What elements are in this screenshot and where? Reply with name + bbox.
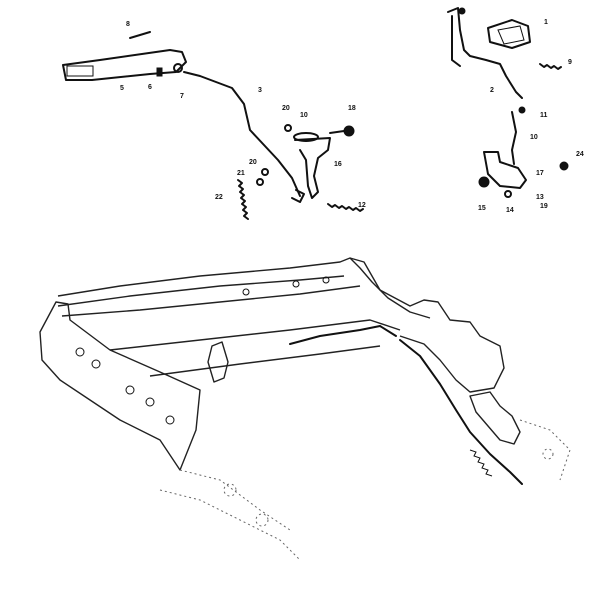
washer-part-14 <box>504 190 512 198</box>
spring-part-22 <box>237 179 249 220</box>
lever-bracket-part-2 <box>447 7 523 99</box>
switch-box-part-1 <box>487 19 531 49</box>
pin-part-8 <box>129 31 151 39</box>
frame-right-rod-spring <box>469 449 493 477</box>
callout-1: 1 <box>544 19 548 26</box>
nut-part-24 <box>559 161 569 171</box>
nut-part-11 <box>518 106 526 114</box>
frame-hole <box>242 288 250 296</box>
control-lever-assembly <box>447 7 569 198</box>
frame-hole <box>125 385 135 395</box>
frame-faded-hole <box>223 483 237 497</box>
frame-front-bar <box>61 285 361 317</box>
frame-cross-member <box>109 319 401 351</box>
callout-11: 11 <box>540 112 548 119</box>
callout-22: 22 <box>215 194 223 201</box>
pedal-lever-assembly <box>62 31 364 220</box>
callout-13: 13 <box>536 194 544 201</box>
main-frame-assembly <box>39 257 571 561</box>
frame-hole <box>322 276 330 284</box>
callout-21: 21 <box>237 170 245 177</box>
frame-cross-member-lower <box>149 345 381 377</box>
frame-hole <box>165 415 175 425</box>
pedal-pad <box>66 65 94 77</box>
stud-part-18 <box>329 130 345 134</box>
bolt-part-6 <box>156 67 163 77</box>
callout-2: 2 <box>490 87 494 94</box>
callout-labels: 8 5 6 7 3 20 10 18 16 20 21 22 12 1 9 2 … <box>120 19 584 214</box>
frame-right-rod <box>399 339 523 485</box>
callout-12: 12 <box>358 202 366 209</box>
callout-7: 7 <box>180 93 184 100</box>
frame-hole <box>91 359 101 369</box>
rod-part-3-end <box>291 189 305 203</box>
callout-16: 16 <box>334 161 342 168</box>
washer-part-21 <box>256 178 264 186</box>
nut-part-18 <box>343 125 355 137</box>
frame-hole <box>292 280 300 288</box>
frame-lower-faded <box>519 419 571 481</box>
callout-15: 15 <box>478 205 486 212</box>
callout-14: 14 <box>506 207 514 214</box>
bushing-part-10 <box>293 132 319 142</box>
nut-part-15 <box>478 176 490 188</box>
callout-20b: 20 <box>249 159 257 166</box>
washer-part-20b <box>284 124 292 132</box>
callout-18: 18 <box>348 105 356 112</box>
frame-left-plate <box>39 301 201 471</box>
rod-part-3 <box>183 71 301 197</box>
callout-20a: 20 <box>282 105 290 112</box>
callout-9: 9 <box>568 59 572 66</box>
frame-hole <box>75 347 85 357</box>
callout-17: 17 <box>536 170 544 177</box>
pivot-part-7 <box>173 63 183 73</box>
callout-24: 24 <box>576 151 584 158</box>
lever-bracket-arm <box>451 15 461 67</box>
callout-10a: 10 <box>300 112 308 119</box>
washer-part-20 <box>261 168 269 176</box>
callout-6: 6 <box>148 84 152 91</box>
callout-5: 5 <box>120 85 124 92</box>
frame-right-plate <box>349 257 505 393</box>
frame-hole <box>145 397 155 407</box>
frame-lower-faded <box>159 489 301 561</box>
callout-10b: 10 <box>530 134 538 141</box>
frame-center-bracket <box>207 341 229 383</box>
frame-top-rail-lower <box>57 275 345 307</box>
bracket-part-16 <box>294 137 331 199</box>
frame-top-rail <box>57 257 431 319</box>
plate-part-17 <box>483 151 527 189</box>
rod-part-11 <box>511 111 517 165</box>
frame-faded-hole <box>542 448 554 460</box>
pivot-top <box>458 7 466 15</box>
spring-part-12 <box>327 203 364 212</box>
frame-center-linkage <box>289 325 397 345</box>
switch-box-face <box>497 25 525 45</box>
frame-faded-hole <box>255 513 269 527</box>
frame-lower-faded <box>179 469 291 531</box>
spring-part-9 <box>539 63 562 70</box>
callout-19: 19 <box>540 203 548 210</box>
callout-3: 3 <box>258 87 262 94</box>
frame-right-lower-bracket <box>469 391 521 445</box>
callout-8: 8 <box>126 21 130 28</box>
